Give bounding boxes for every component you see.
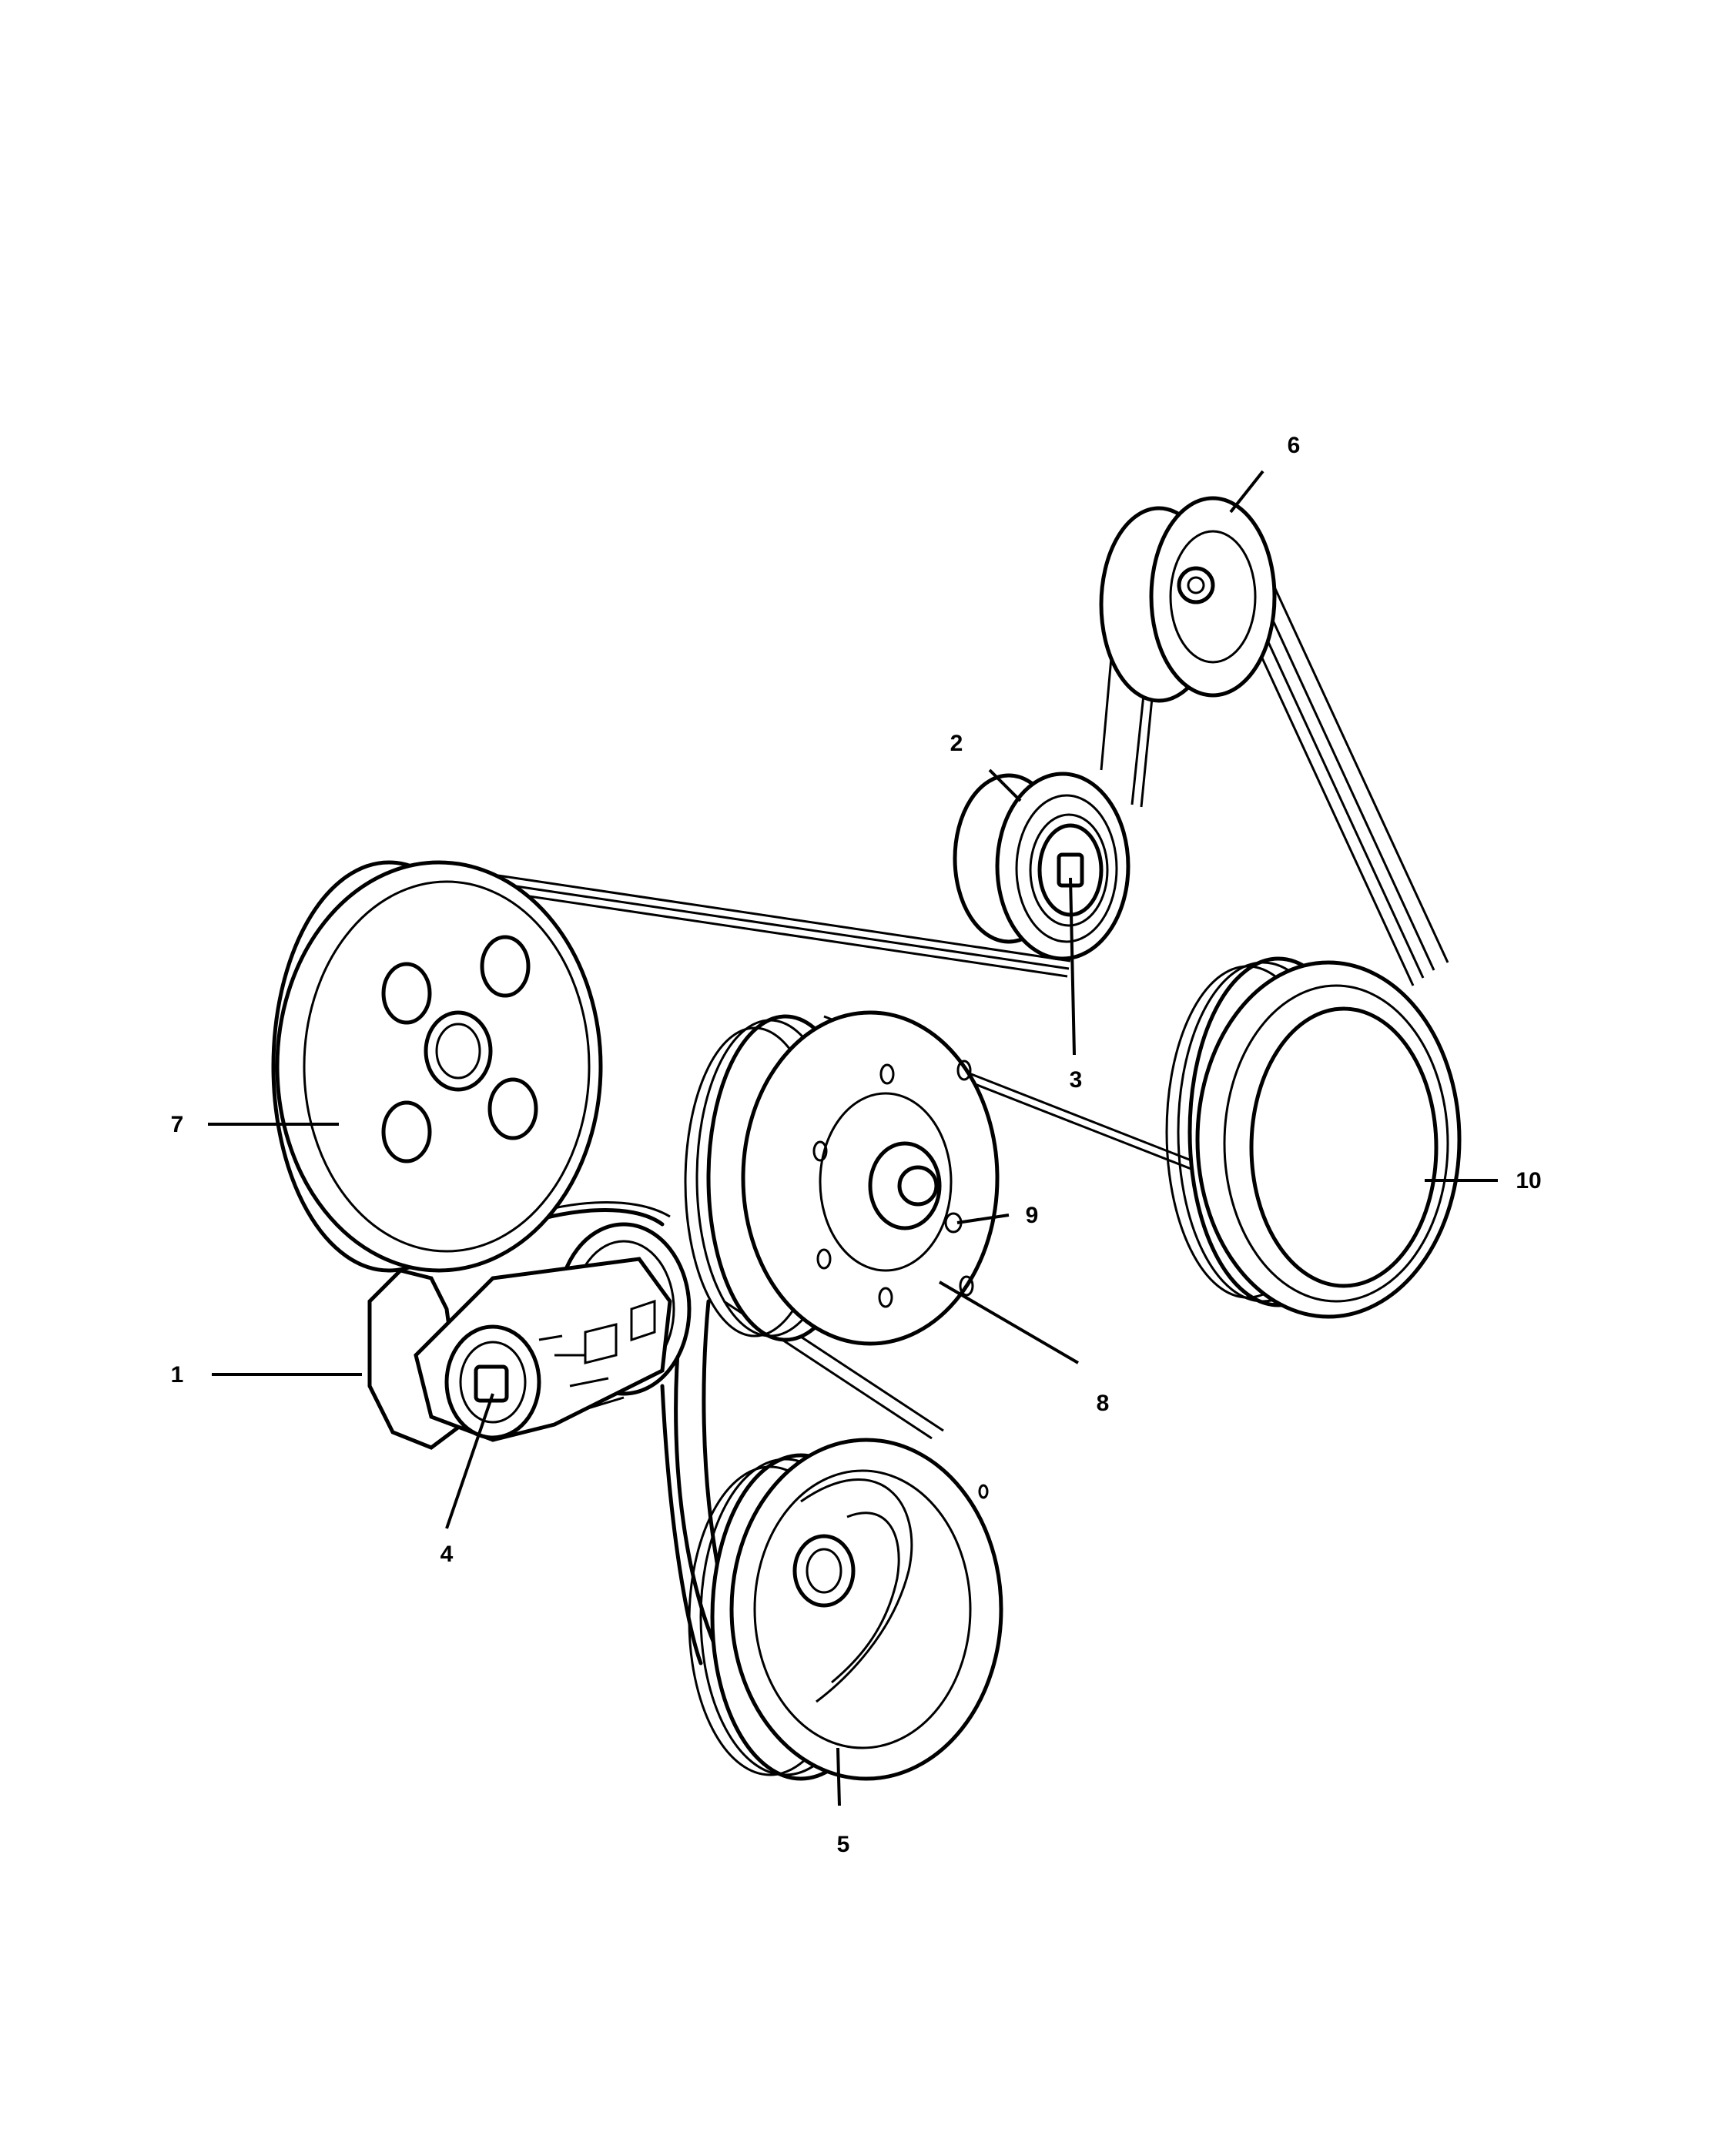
pulley-10 [1165,956,1462,1319]
callout-3: 3 [1070,1067,1083,1093]
pulley-7 [271,860,603,1273]
callout-4: 4 [440,1542,454,1567]
callout-2: 2 [950,731,963,756]
serpentine-belt [461,554,1449,1727]
callout-7: 7 [171,1112,184,1137]
callout-10: 10 [1516,1168,1541,1194]
callout-8: 8 [1097,1391,1110,1416]
bolt-icon [1177,566,1215,604]
idler-pulley-6 [1099,496,1277,703]
callout-5: 5 [837,1832,850,1857]
idler-pulley-2 [953,772,1130,961]
pulley-8 [684,1010,1000,1346]
leader-lines [208,470,1498,1806]
callout-9: 9 [1026,1203,1039,1228]
crank-pulley-5 [688,1438,1003,1781]
bolt-icon [897,1165,939,1207]
square-icon [584,1323,618,1364]
callout-numbers: 1 2 3 4 5 6 7 8 9 10 [171,433,1542,1857]
tensioner-1 [367,1222,692,1450]
callout-6: 6 [1288,433,1301,458]
callout-1: 1 [171,1362,184,1388]
